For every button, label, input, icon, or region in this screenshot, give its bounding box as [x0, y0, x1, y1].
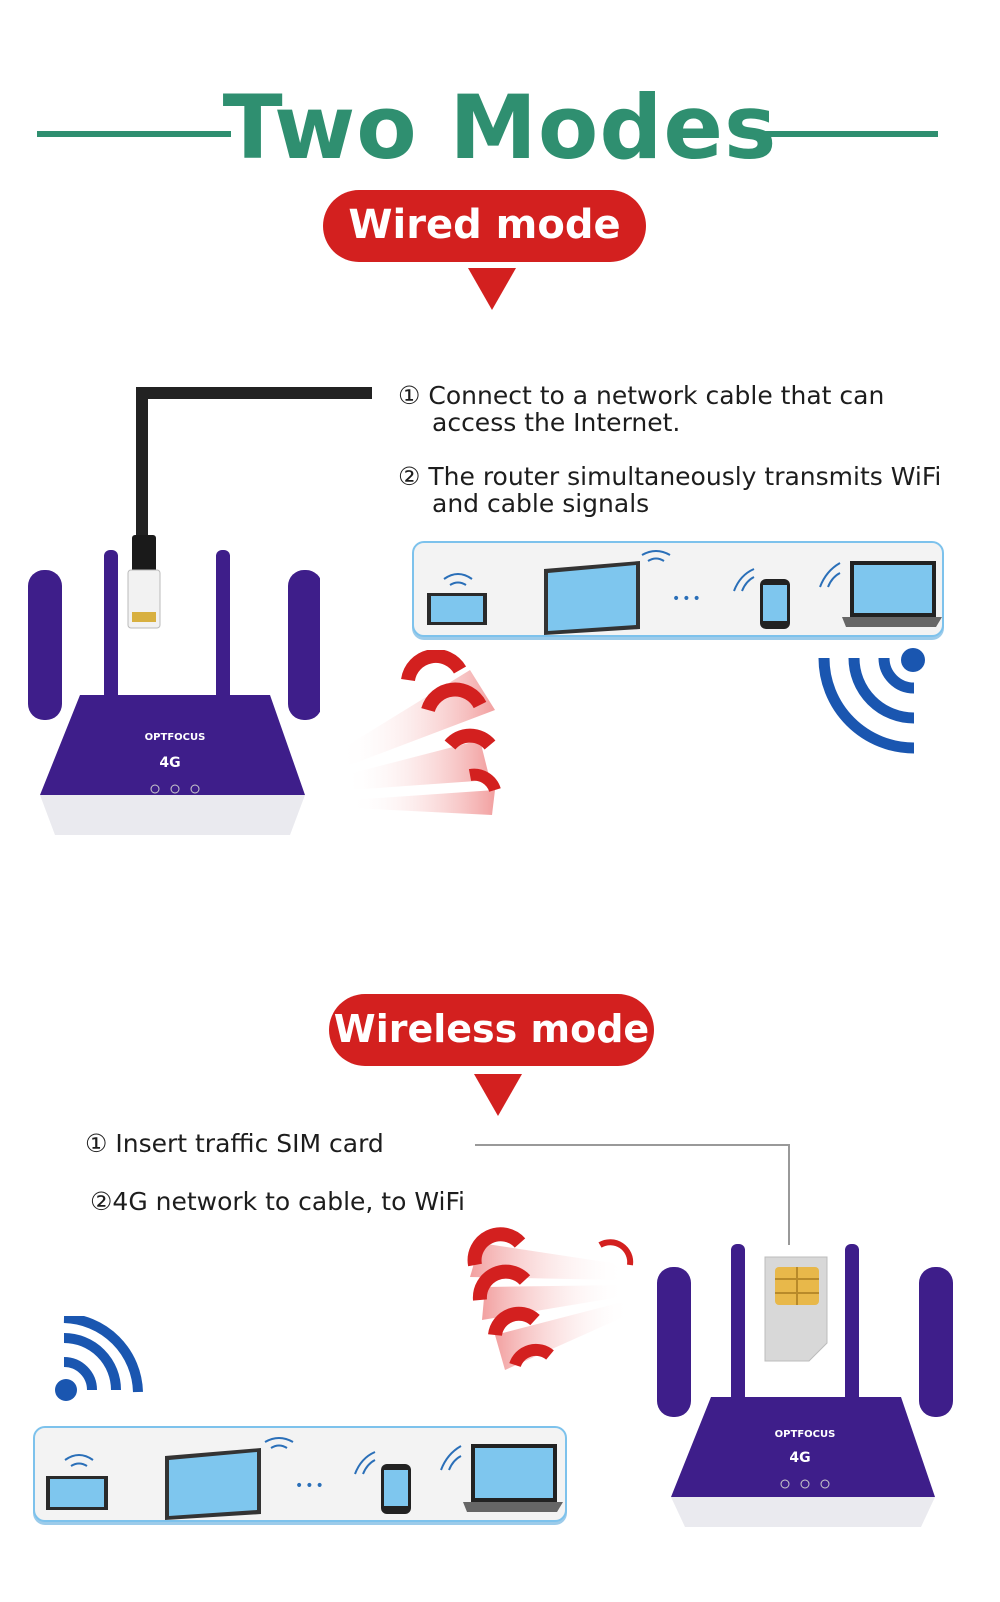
router-wireless-model: 4G — [789, 1450, 810, 1466]
title-rule-right — [744, 131, 938, 137]
wired-step-2-number: ② — [398, 462, 420, 491]
monitor-icon-2 — [163, 1434, 295, 1520]
wired-step-1: ① Connect to a network cable that can ac… — [398, 382, 958, 436]
router-wired-image: OPTFOCUS 4G — [20, 545, 320, 845]
wired-arrow-icon — [468, 268, 516, 312]
laptop-small-icon-2 — [41, 1444, 113, 1512]
page-title: Two Modes — [0, 78, 1000, 178]
router-wireless-image: OPTFOCUS 4G — [653, 1242, 958, 1542]
router-model: 4G — [159, 755, 180, 771]
wireless-step-1: ① Insert traffic SIM card — [85, 1130, 384, 1157]
wired-step-1-line-1: Connect to a network cable that can — [428, 381, 884, 410]
wired-step-2-line-1: The router simultaneously transmits WiFi — [428, 462, 941, 491]
wired-step-2-line-2: and cable signals — [398, 489, 649, 518]
monitor-icon — [542, 549, 672, 635]
smartphone-icon — [730, 557, 796, 633]
devices-ellipsis-2: ••• — [295, 1478, 326, 1494]
wired-step-1-number: ① — [398, 381, 420, 410]
laptop-small-icon — [422, 561, 492, 627]
router-brand: OPTFOCUS — [145, 732, 206, 743]
wired-step-2: ② The router simultaneously transmits Wi… — [398, 463, 978, 517]
signal-waves-wired-icon — [320, 650, 510, 820]
wifi-icon-large — [818, 640, 933, 760]
wired-mode-badge: Wired mode — [323, 190, 646, 262]
wireless-devices-strip: ••• — [33, 1426, 567, 1522]
laptop-large-icon — [816, 553, 942, 633]
wired-devices-strip: ••• — [412, 541, 944, 637]
wireless-mode-badge: Wireless mode — [329, 994, 654, 1066]
devices-ellipsis: ••• — [672, 591, 703, 607]
wireless-step-2: ②4G network to cable, to WiFi — [90, 1188, 465, 1215]
signal-waves-wireless-icon — [460, 1225, 640, 1390]
router-wireless-brand: OPTFOCUS — [775, 1429, 836, 1440]
wired-step-1-line-2: access the Internet. — [398, 408, 680, 437]
smartphone-icon-2 — [351, 1440, 417, 1518]
laptop-large-icon-2 — [437, 1436, 563, 1518]
wireless-arrow-icon — [474, 1074, 522, 1118]
wifi-icon-small — [52, 1316, 144, 1404]
